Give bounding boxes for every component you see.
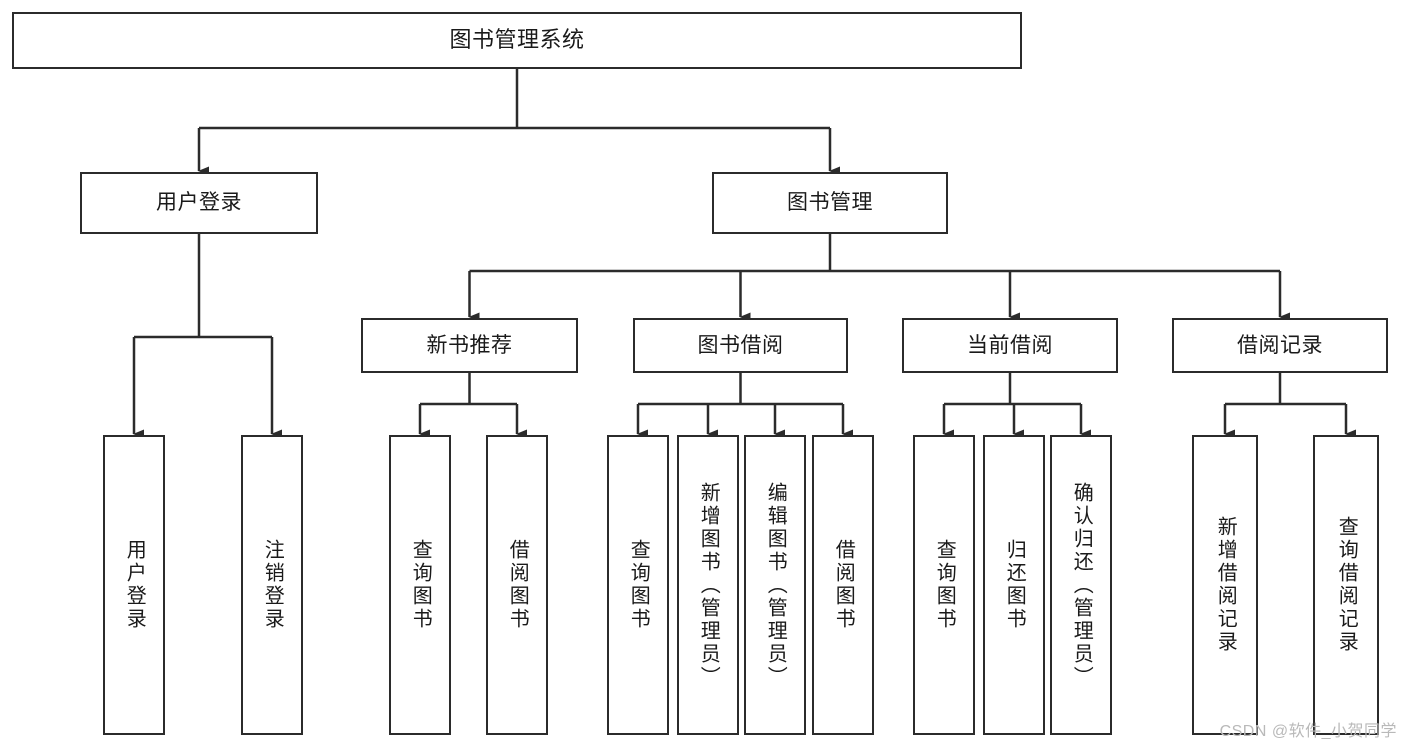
node-leaf-edit-book[interactable]: 编辑图书（管理员） bbox=[744, 435, 806, 735]
node-label: 查询图书 bbox=[933, 539, 956, 631]
node-label: 查询图书 bbox=[409, 539, 432, 631]
node-label: 归还图书 bbox=[1003, 539, 1026, 631]
connector-paths bbox=[132, 69, 1356, 439]
node-label: 注销登录 bbox=[261, 539, 284, 631]
node-label: 编辑图书（管理员） bbox=[764, 481, 787, 689]
node-borrow-record[interactable]: 借阅记录 bbox=[1172, 318, 1388, 373]
node-root[interactable]: 图书管理系统 bbox=[12, 12, 1022, 69]
node-label: 新书推荐 bbox=[426, 333, 513, 357]
node-leaf-query-book[interactable]: 查询图书 bbox=[607, 435, 669, 735]
node-label: 确认归还（管理员） bbox=[1070, 481, 1093, 689]
node-current-borrow[interactable]: 当前借阅 bbox=[902, 318, 1118, 373]
node-leaf-borrow-book-rec[interactable]: 借阅图书 bbox=[486, 435, 548, 735]
node-leaf-logout[interactable]: 注销登录 bbox=[241, 435, 303, 735]
node-label: 用户登录 bbox=[156, 191, 242, 215]
node-label: 当前借阅 bbox=[967, 333, 1053, 357]
node-label: 借阅记录 bbox=[1237, 333, 1323, 357]
node-label: 借阅图书 bbox=[832, 539, 855, 631]
node-leaf-add-book[interactable]: 新增图书（管理员） bbox=[677, 435, 739, 735]
node-label: 查询图书 bbox=[627, 539, 650, 631]
node-label: 用户登录 bbox=[123, 539, 146, 631]
node-user-login[interactable]: 用户登录 bbox=[80, 172, 318, 234]
node-label: 查询借阅记录 bbox=[1335, 516, 1358, 654]
node-leaf-return-book[interactable]: 归还图书 bbox=[983, 435, 1045, 735]
node-label: 图书借阅 bbox=[697, 333, 784, 357]
node-book-management[interactable]: 图书管理 bbox=[712, 172, 948, 234]
node-new-book-recommend[interactable]: 新书推荐 bbox=[361, 318, 578, 373]
node-leaf-user-login[interactable]: 用户登录 bbox=[103, 435, 165, 735]
node-leaf-confirm-return[interactable]: 确认归还（管理员） bbox=[1050, 435, 1112, 735]
node-label: 图书管理系统 bbox=[449, 27, 585, 53]
node-label: 借阅图书 bbox=[506, 539, 529, 631]
node-label: 图书管理 bbox=[787, 191, 873, 215]
watermark-text: CSDN @软件_小贺同学 bbox=[1219, 723, 1397, 740]
node-label: 新增借阅记录 bbox=[1214, 516, 1237, 654]
node-leaf-query-book-rec[interactable]: 查询图书 bbox=[389, 435, 451, 735]
node-leaf-query-book-cur[interactable]: 查询图书 bbox=[913, 435, 975, 735]
node-leaf-query-record[interactable]: 查询借阅记录 bbox=[1313, 435, 1379, 735]
node-book-borrow[interactable]: 图书借阅 bbox=[633, 318, 848, 373]
node-label: 新增图书（管理员） bbox=[697, 481, 720, 689]
node-leaf-add-record[interactable]: 新增借阅记录 bbox=[1192, 435, 1258, 735]
node-leaf-borrow-book[interactable]: 借阅图书 bbox=[812, 435, 874, 735]
